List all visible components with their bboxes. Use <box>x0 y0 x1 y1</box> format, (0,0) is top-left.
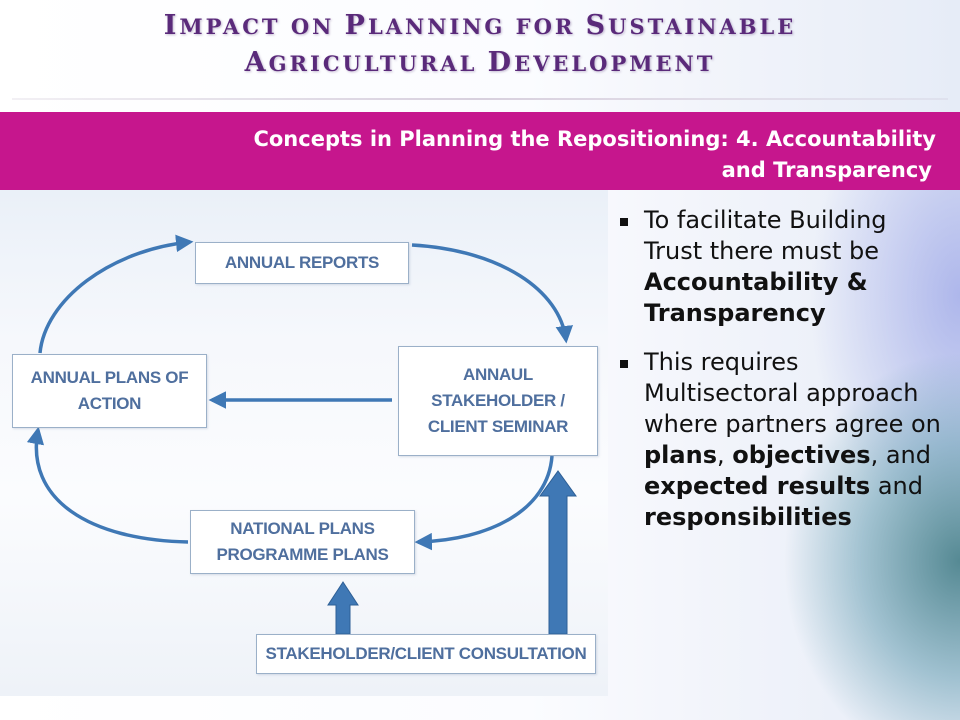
consultation-label: STAKEHOLDER/CLIENT CONSULTATION <box>265 644 587 663</box>
national-plans-box: NATIONAL PLANS PROGRAMME PLANS <box>190 510 415 574</box>
bullet-text: and <box>870 472 923 500</box>
title-cap: S <box>585 10 609 41</box>
bullet-emphasis: responsibilities <box>644 503 852 531</box>
section-banner: Concepts in Planning the Repositioning: … <box>0 112 960 190</box>
stakeholder-consultation-box: STAKEHOLDER/CLIENT CONSULTATION <box>256 634 596 674</box>
title-line-2: AGRICULTURAL DEVELOPMENT <box>0 45 960 82</box>
bullet-text: , and <box>870 441 931 469</box>
title-cap: D <box>487 47 515 78</box>
title-cap: A <box>244 47 269 78</box>
title-word: EVELOPMENT <box>514 51 716 76</box>
arrow-plans-to-reports <box>38 234 194 354</box>
annual-plans-box: ANNUAL PLANS OF ACTION <box>12 354 207 428</box>
seminar-label-line: ANNAUL <box>463 365 533 384</box>
title-word: LANNING FOR <box>367 14 586 39</box>
annual-reports-label: ANNUAL REPORTS <box>224 253 380 272</box>
block-arrow-to-seminar <box>539 470 577 635</box>
seminar-label-line: CLIENT SEMINAR <box>427 417 569 436</box>
arrow-reports-to-seminar <box>411 243 574 344</box>
bullet-list: To facilitate Building Trust there must … <box>618 205 948 551</box>
bullet-text: To facilitate Building Trust there must … <box>644 206 887 265</box>
title-line-1: IMPACT ON PLANNING FOR SUSTAINABLE <box>0 8 960 45</box>
title-word: USTAINABLE <box>608 14 797 39</box>
bullet-text: , <box>716 441 733 469</box>
title-word: MPACT ON <box>179 14 345 39</box>
national-plans-label-line: NATIONAL PLANS <box>230 519 375 538</box>
annual-plans-label-line: ANNUAL PLANS OF <box>30 368 189 387</box>
title-divider <box>12 98 948 100</box>
national-plans-label-line: PROGRAMME PLANS <box>216 545 389 564</box>
arrow-seminar-to-national <box>414 455 554 551</box>
bullet-emphasis: expected results <box>644 472 871 500</box>
seminar-label-line: STAKEHOLDER / <box>431 391 565 410</box>
page-title: IMPACT ON PLANNING FOR SUSTAINABLE AGRIC… <box>0 8 960 82</box>
bullet-square-icon <box>620 218 628 226</box>
cycle-arrows <box>26 234 577 635</box>
bullet-item: To facilitate Building Trust there must … <box>618 205 948 329</box>
bullet-emphasis: objectives <box>732 441 871 469</box>
title-cap: P <box>344 10 368 41</box>
bullet-emphasis: plans <box>644 441 717 469</box>
bullet-square-icon <box>620 360 628 368</box>
arrow-national-to-plans <box>26 426 189 544</box>
block-arrow-to-national <box>327 581 359 635</box>
banner-line-1: Concepts in Planning the Repositioning: … <box>253 127 936 151</box>
banner-line-2: and Transparency <box>721 158 932 182</box>
bullet-item: This requires Multisectoral approach whe… <box>618 347 948 533</box>
bullet-text: This requires Multisectoral approach whe… <box>644 348 941 438</box>
stakeholder-seminar-box: ANNAUL STAKEHOLDER / CLIENT SEMINAR <box>398 346 598 456</box>
title-word: GRICULTURAL <box>268 51 488 76</box>
planning-cycle-diagram: ANNUAL REPORTS ANNUAL PLANS OF ACTION AN… <box>0 190 608 696</box>
bullet-emphasis: Accountability & Transparency <box>644 268 868 327</box>
annual-reports-box: ANNUAL REPORTS <box>195 242 409 284</box>
annual-plans-label-line: ACTION <box>77 394 142 413</box>
title-cap: I <box>163 10 180 41</box>
